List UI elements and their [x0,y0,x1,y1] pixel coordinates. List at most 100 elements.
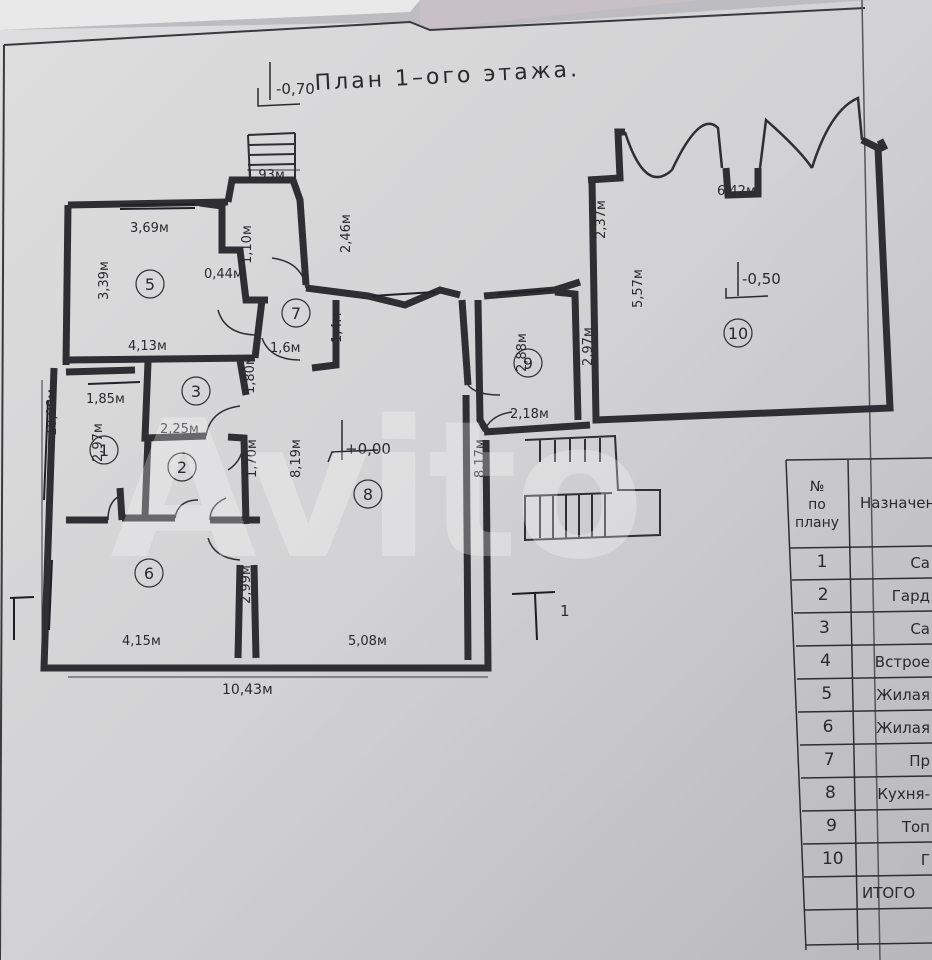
table-header-purpose: Назначен [860,494,932,512]
dim-label: 2,97м [91,423,106,462]
dim-label: 8,19м [289,439,304,478]
section-mark-label: 1 [560,602,570,620]
dim-label: 1,4м [330,313,345,343]
wall [65,366,136,376]
wall [62,204,72,366]
garage-door-arcs [623,96,864,179]
wall [587,128,625,184]
wall [722,167,762,199]
wall [116,487,126,521]
back-page-left [0,0,420,30]
window [87,381,141,385]
table-row-number: 1 [816,552,828,572]
table-header-number: № по плану [788,478,846,532]
wall [458,299,472,386]
window [43,399,49,501]
table-row-number: 10 [821,849,844,869]
table-row-number: 4 [820,651,831,671]
level-marker [725,288,769,299]
wall [141,437,152,517]
dim-label: 4,15м [122,634,161,649]
window [119,207,196,210]
dim-label: 10,98м [45,389,60,436]
section-markers [9,591,556,641]
level-main-label: +0,00 [345,440,391,458]
table-row-purpose: Жилая [876,719,930,737]
dim-label: 2,99м [239,565,254,604]
frame-left [0,44,5,960]
dimension-lines [41,169,488,678]
table-row-purpose: Г [920,851,930,869]
dim-label: 1,70м [245,439,260,478]
door-swing [205,405,241,437]
dim-label: 8,17м [473,439,488,478]
table-row-purpose: Топ [901,818,930,836]
door-arc [670,122,724,171]
dim-label: 6,42м [717,184,756,199]
room-circle [167,452,197,482]
table-row-number: 7 [823,750,835,770]
table-row-purpose: Са [910,554,930,572]
room-number: 10 [728,324,748,343]
dim-label: 1,85м [86,392,125,407]
door-swing [174,499,199,519]
window [119,203,196,206]
table-row-purpose: Гард [891,587,930,605]
dim-label: 2,88м [515,333,530,372]
room-circle [89,435,119,465]
dim-label: 1,10м [240,225,255,264]
room-number: 8 [363,485,373,504]
dim-label: 1,93м [246,168,285,183]
table-row-number: 8 [824,783,836,803]
dim-label: 10,43м [222,682,273,698]
level-room10-label: -0,50 [742,270,781,288]
door-arc [758,117,814,169]
level-markers [257,62,769,463]
window [48,559,53,631]
table-row-number: 2 [817,585,829,605]
door-arc [810,96,864,169]
table-row-purpose: Жилая [876,686,930,704]
frame-top [3,7,866,46]
dim-label: 4,13м [128,339,167,354]
dim-label: 1,80м [243,355,258,394]
room-number: 1 [99,441,109,460]
level-marker [327,449,379,463]
wall [554,288,582,421]
dim-label: 2,25м [160,422,199,437]
wall [305,284,461,309]
labels: План 1–ого этажа. -0,70 -0,50 +0,00 1,93… [45,57,781,698]
wall [462,394,472,661]
level-marker [257,88,301,107]
door-arc [623,131,673,179]
door-swing [467,384,501,396]
dim-label: 3,69м [130,221,169,236]
room-circle [353,479,383,509]
dim-label: 2,46м [339,214,354,253]
walls [40,128,894,672]
door-swing [217,309,259,336]
room-circle [135,269,165,299]
room-table-grid [785,457,932,951]
dim-label: 5,57м [631,269,646,308]
door-swing [207,537,241,561]
room-number: 5 [145,275,155,294]
table-row-number: 9 [826,816,837,836]
level-outside-label: -0,70 [276,80,315,98]
header-line: плану [794,515,840,531]
header-line: по [808,497,826,513]
wall [40,367,492,672]
wall [65,354,256,364]
dim-label: 0,44м [204,267,243,282]
wall [311,300,340,372]
door-swing [261,337,301,361]
dim-label: 3,39м [97,261,112,300]
room-number: 6 [144,564,154,583]
window [371,291,436,297]
dim-label: 1,6м [270,341,300,356]
wall [474,299,490,432]
wall [588,136,894,424]
back-page-middle [420,0,700,30]
